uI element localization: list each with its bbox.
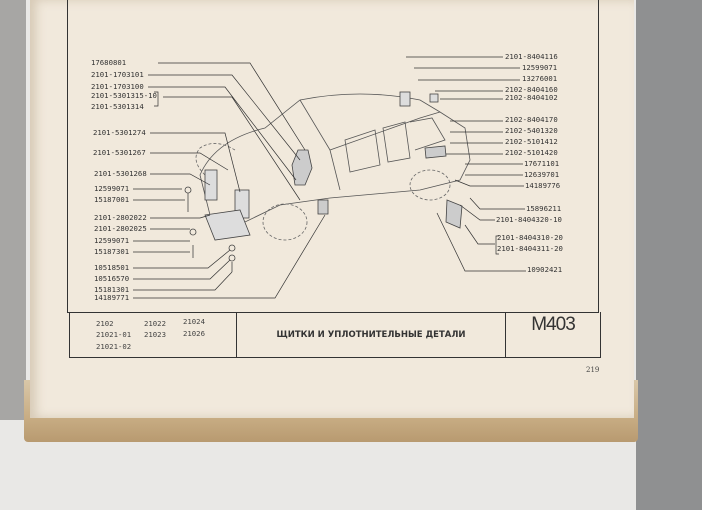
- part-number: 14189771: [94, 293, 130, 302]
- model: 2102: [96, 319, 114, 328]
- part-number: 15181301: [94, 285, 130, 294]
- section-title: ЩИТКИ И УПЛОТНИТЕЛЬНЫЕ ДЕТАЛИ: [237, 312, 506, 357]
- part-number: 2101-8404311-20: [497, 244, 563, 253]
- part-number: 2101-2802025: [94, 224, 147, 233]
- part-number: 10518501: [94, 263, 130, 272]
- part-number: 12599071: [94, 184, 130, 193]
- part-number: 17680801: [91, 58, 127, 67]
- part-number: 2101-5301268: [94, 169, 147, 178]
- part-number: 2102-8404170: [505, 115, 558, 124]
- part-number: 2101-5301314: [91, 102, 144, 111]
- part-number: 2101-1703101: [91, 70, 144, 79]
- part-number: 2102-5401320: [505, 126, 558, 135]
- part-number: 2101-8404116: [505, 52, 558, 61]
- part-number: 2101-2802022: [94, 213, 147, 222]
- model: 21023: [144, 330, 166, 339]
- title-block: 2102 21022 21024 21021-01 21023 21026 21…: [69, 312, 601, 358]
- model-list: 2102 21022 21024 21021-01 21023 21026 21…: [70, 312, 237, 357]
- part-number: 12599071: [522, 63, 558, 72]
- part-number: 2102-5101420: [505, 148, 558, 157]
- part-number: 2102-5101412: [505, 137, 558, 146]
- part-number: 14189776: [525, 181, 561, 190]
- part-number: 2101-5301267: [93, 148, 146, 157]
- part-number: 12639701: [524, 170, 560, 179]
- model: 21021-01: [96, 330, 132, 339]
- part-number: 2101-8404310-20: [497, 233, 563, 242]
- part-number: 2102-8404102: [505, 93, 558, 102]
- part-number: 10902421: [527, 265, 563, 274]
- part-number: 2101-1703100: [91, 82, 144, 91]
- model: 21026: [183, 329, 205, 338]
- section-code: M403: [531, 314, 576, 335]
- diagram-frame: [67, 0, 599, 313]
- model: 21024: [183, 317, 205, 326]
- part-number: 12599071: [94, 236, 130, 245]
- part-number: 15896211: [526, 204, 562, 213]
- part-number: 2101-8404320-10: [496, 215, 562, 224]
- model: 21021-02: [96, 342, 132, 351]
- background-right: [636, 0, 702, 510]
- part-number: 2102-8404160: [505, 85, 558, 94]
- part-number: 10516570: [94, 274, 130, 283]
- page-number: 219: [586, 366, 600, 374]
- catalog-page: [30, 0, 634, 418]
- model: 21022: [144, 319, 166, 328]
- part-number: 2101-5301315-10: [91, 91, 157, 100]
- part-number: 15187301: [94, 247, 130, 256]
- part-number: 15187001: [94, 195, 130, 204]
- part-number: 13276001: [522, 74, 558, 83]
- background-left: [0, 0, 26, 420]
- part-number: 2101-5301274: [93, 128, 146, 137]
- part-number: 17671101: [524, 159, 560, 168]
